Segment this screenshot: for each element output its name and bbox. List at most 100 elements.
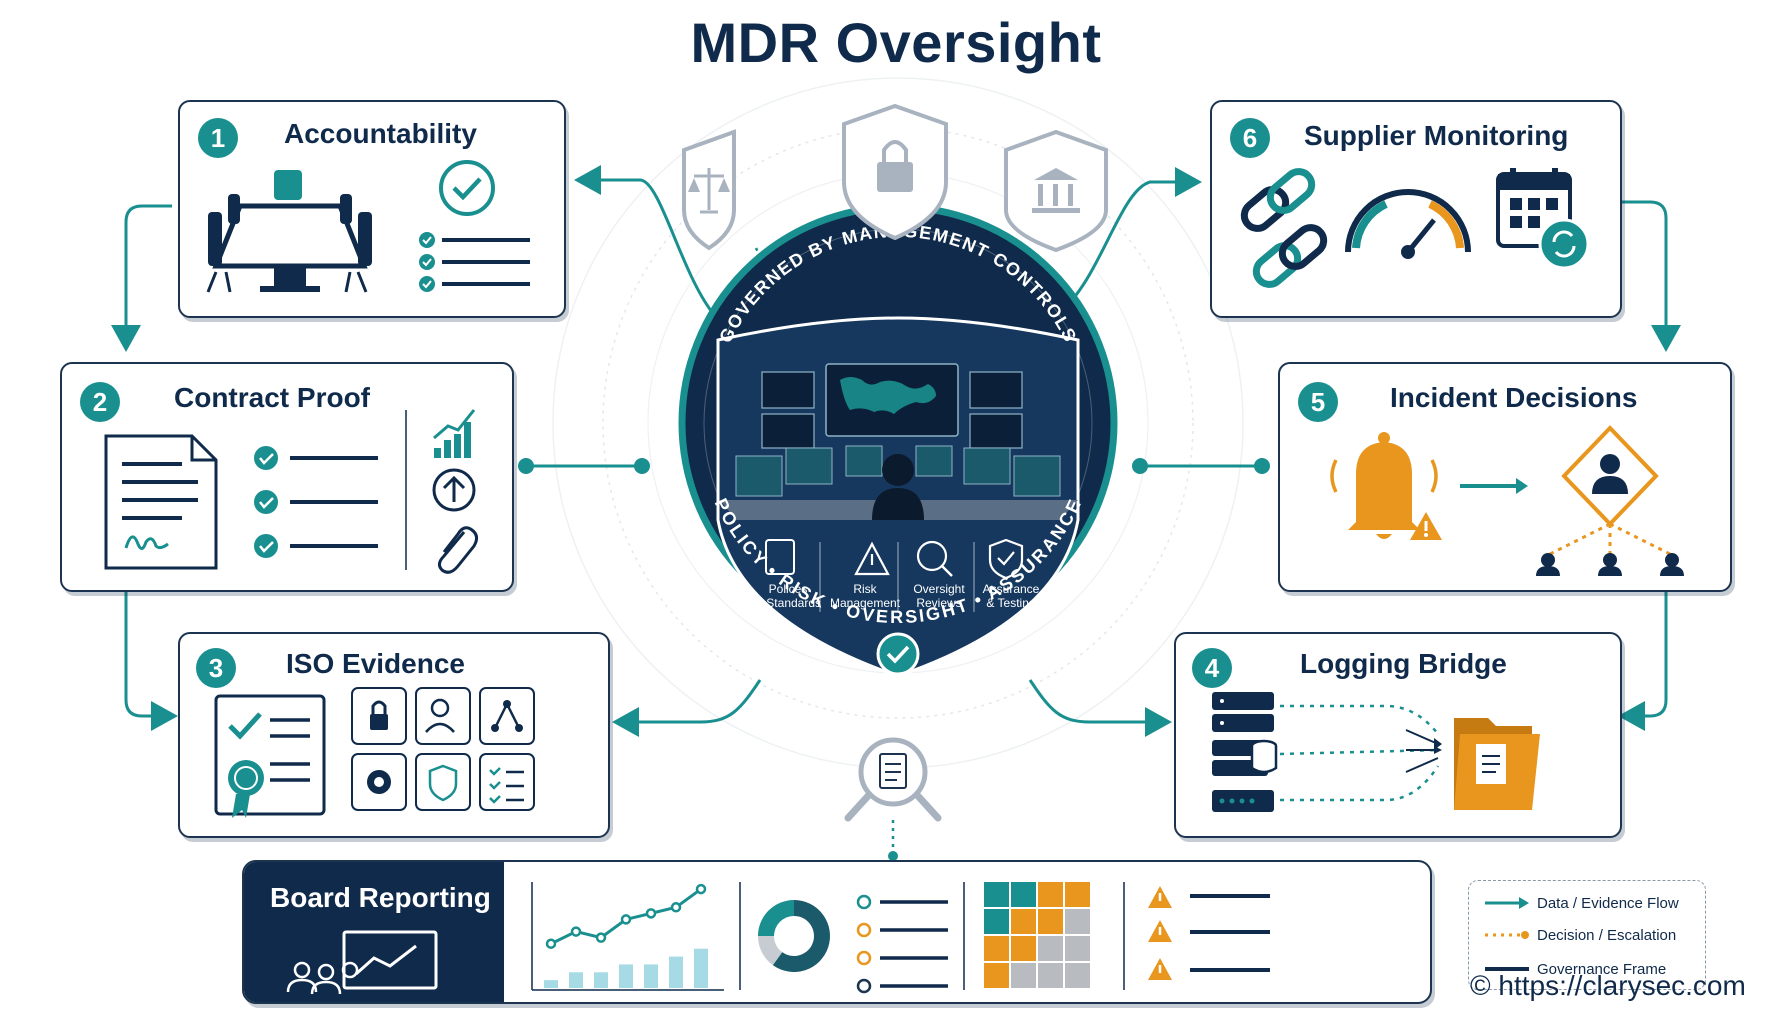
boardroom-table-icon bbox=[206, 170, 372, 293]
heatmap-cell bbox=[1011, 936, 1036, 961]
card-title: Logging Bridge bbox=[1300, 648, 1507, 679]
board-header: Board Reporting bbox=[244, 862, 504, 1002]
flow-to-logging bbox=[1028, 679, 1172, 737]
heatmap-cell bbox=[1011, 963, 1036, 988]
step-number: 2 bbox=[80, 382, 120, 422]
decision-diamond-icon bbox=[1561, 425, 1659, 527]
card-title: ISO Evidence bbox=[286, 648, 465, 679]
chain-link-icon bbox=[1240, 168, 1328, 288]
board-charts bbox=[531, 882, 1270, 994]
legend-data-flow: Data / Evidence Flow bbox=[1537, 895, 1679, 912]
bullet-list bbox=[856, 894, 948, 994]
trend-bar bbox=[644, 964, 658, 988]
checklist-icon bbox=[254, 410, 407, 570]
heatmap-cell bbox=[984, 909, 1009, 934]
calendar-sync-icon bbox=[1496, 168, 1590, 270]
heatmap-cell bbox=[1011, 909, 1036, 934]
card-logging-bridge[interactable]: 4 Logging Bridge bbox=[1174, 632, 1622, 838]
heatmap-grid bbox=[984, 882, 1090, 988]
pillar-policies: Polices& Standards bbox=[754, 582, 822, 610]
alarm-bell-icon bbox=[1330, 432, 1438, 539]
flow-to-iso bbox=[612, 679, 762, 737]
governance-hub: GOVERNED BY MANAGEMENT CONTROLS POLICY •… bbox=[678, 203, 1118, 678]
card-accountability[interactable]: 1 Accountability bbox=[178, 100, 566, 318]
check-circle-icon bbox=[439, 160, 495, 216]
trend-point bbox=[620, 914, 632, 925]
checklist-icon bbox=[479, 753, 535, 811]
trend-point bbox=[595, 932, 607, 943]
copyright-text[interactable]: © https://clarysec.com bbox=[1470, 970, 1746, 1001]
gauge-icon bbox=[1345, 189, 1471, 259]
card-iso-evidence[interactable]: 3 ISO Evidence bbox=[178, 632, 610, 838]
trend-bar bbox=[594, 972, 608, 988]
trend-point bbox=[545, 938, 557, 949]
trend-point bbox=[645, 908, 657, 919]
pillar-assurance: Assurance& Testing bbox=[982, 582, 1040, 610]
shield-check-icon bbox=[988, 538, 1024, 580]
legend: Data / Evidence Flow Decision / Escalati… bbox=[1468, 880, 1706, 990]
trend-bar bbox=[694, 948, 708, 988]
scales-shield-icon bbox=[682, 129, 736, 251]
card-title: Contract Proof bbox=[174, 382, 370, 413]
trend-bar bbox=[569, 972, 583, 988]
card-title: Accountability bbox=[284, 118, 477, 149]
trend-point bbox=[570, 926, 582, 937]
database-icon bbox=[1250, 739, 1278, 774]
magnifier-people-icon bbox=[916, 540, 948, 572]
step-number: 3 bbox=[196, 648, 236, 688]
team-icon bbox=[1536, 522, 1684, 576]
card-title: Incident Decisions bbox=[1390, 382, 1638, 413]
trend-bar bbox=[669, 956, 683, 988]
trend-point bbox=[695, 883, 707, 895]
iso-controls-grid bbox=[351, 687, 535, 811]
checklist-icon bbox=[419, 232, 530, 292]
growth-chart-icon bbox=[433, 409, 476, 458]
step-number: 1 bbox=[198, 118, 238, 158]
step-number: 4 bbox=[1192, 648, 1232, 688]
audit-magnifier-icon bbox=[844, 737, 942, 822]
legend-decision: Decision / Escalation bbox=[1537, 927, 1677, 944]
donut-segment bbox=[758, 900, 794, 936]
heatmap-cell bbox=[1038, 936, 1063, 961]
page-title: MDR Oversight bbox=[690, 11, 1102, 74]
board-title: Board Reporting bbox=[270, 882, 491, 913]
heatmap-cell bbox=[1065, 882, 1090, 907]
donut-chart bbox=[758, 900, 831, 972]
presentation-icon bbox=[286, 930, 438, 995]
shield-icon bbox=[415, 753, 471, 811]
step-number: 6 bbox=[1230, 118, 1270, 158]
upload-circle-icon bbox=[432, 468, 476, 512]
bank-shield-icon bbox=[1004, 129, 1108, 253]
heatmap-cell bbox=[1038, 882, 1063, 907]
legend-governance: Governance Frame bbox=[1537, 961, 1667, 978]
heatmap-cell bbox=[1011, 882, 1036, 907]
heatmap-cell bbox=[984, 882, 1009, 907]
heatmap-cell bbox=[1065, 909, 1090, 934]
card-incident-decisions[interactable]: 5 Incident Decisions bbox=[1278, 362, 1732, 592]
step-number: 5 bbox=[1298, 382, 1338, 422]
card-supplier-monitoring[interactable]: 6 Supplier Monitoring bbox=[1210, 100, 1622, 318]
paperclip-icon bbox=[437, 526, 479, 574]
trend-bar bbox=[544, 980, 558, 988]
risk-alert-list bbox=[1148, 886, 1270, 980]
heatmap-cell bbox=[1038, 909, 1063, 934]
heatmap-cell bbox=[1065, 963, 1090, 988]
heatmap-cell bbox=[1065, 936, 1090, 961]
board-reporting-panel[interactable]: Board Reporting bbox=[242, 860, 1432, 1004]
donut-segment bbox=[758, 936, 783, 966]
network-icon bbox=[479, 687, 535, 745]
heatmap-cell bbox=[984, 936, 1009, 961]
warning-triangle-icon bbox=[854, 541, 890, 576]
card-contract-proof[interactable]: 2 Contract Proof bbox=[60, 362, 514, 592]
escalation-arrow bbox=[1460, 478, 1528, 494]
flow-to-accountability bbox=[574, 165, 714, 313]
folder-document-icon bbox=[1454, 718, 1540, 810]
clipboard-checklist-icon bbox=[765, 539, 795, 575]
signed-document-icon bbox=[104, 434, 218, 570]
warning-icon bbox=[1410, 512, 1442, 540]
card-title: Supplier Monitoring bbox=[1304, 120, 1569, 151]
certificate-icon bbox=[214, 694, 326, 818]
